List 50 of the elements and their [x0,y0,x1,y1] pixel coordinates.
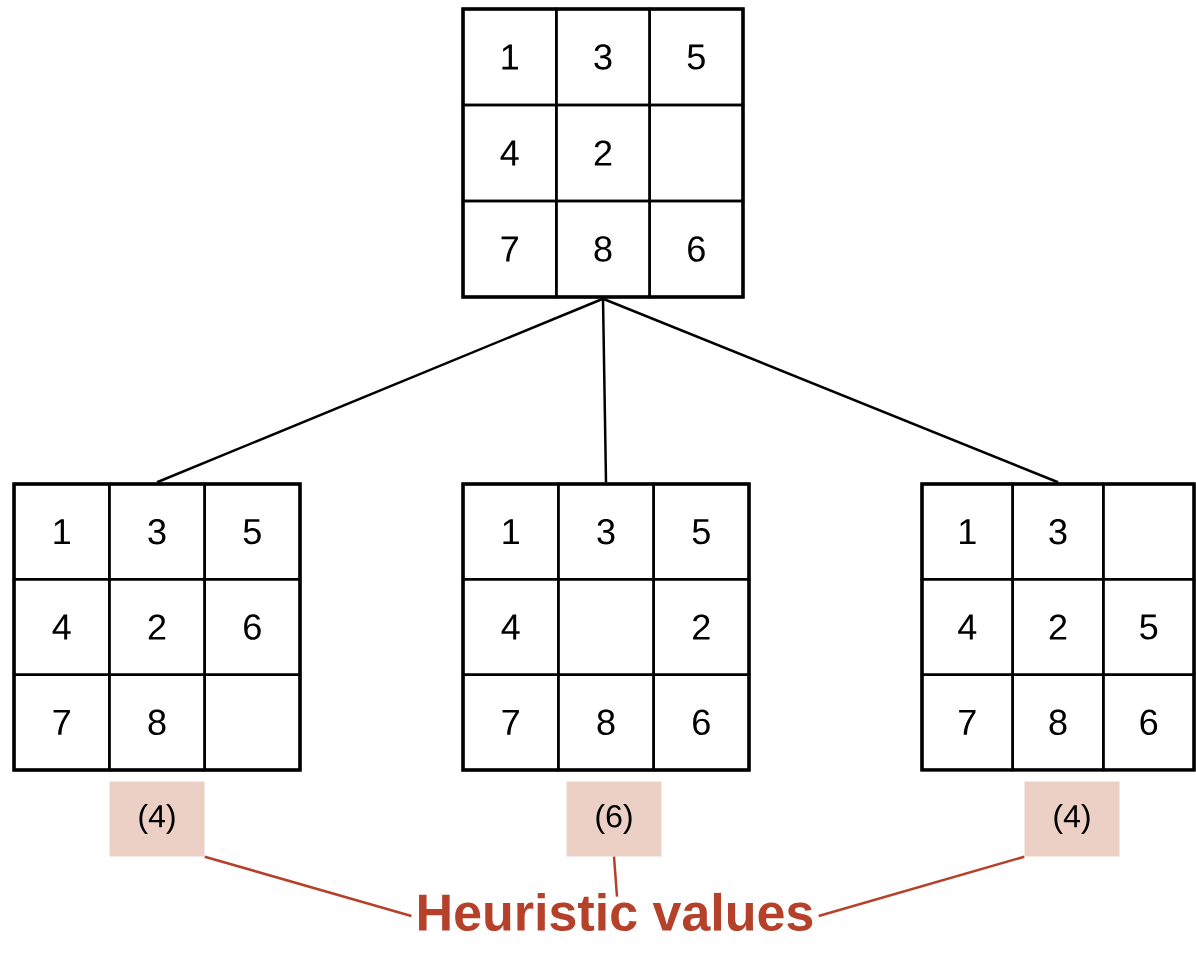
puzzle-tile: 3 [555,7,651,107]
puzzle-tile: 4 [920,578,1014,676]
puzzle-tile: 8 [1011,673,1105,772]
puzzle-tile: 8 [557,673,655,772]
puzzle-grid [461,482,751,772]
leader-line [204,855,412,918]
puzzle-tile: 7 [12,673,111,772]
puzzle-tile: 7 [461,673,560,772]
puzzle-tile: 2 [652,578,751,676]
puzzle-tile: 6 [203,578,302,676]
puzzle-tile: 7 [461,199,558,299]
value-box: (6) [566,781,662,857]
puzzle-tile: 5 [203,482,302,581]
puzzle-tile: 8 [108,673,206,772]
value-box: (4) [1024,781,1120,857]
leader-line [818,855,1025,918]
puzzle-tile: 4 [12,578,111,676]
puzzle-tile: 7 [920,673,1014,772]
puzzle-grid [12,482,302,772]
tree-branch [156,297,604,484]
empty-tile [648,103,745,203]
puzzle-tile: 2 [1011,578,1105,676]
puzzle-tile: 3 [557,482,655,581]
empty-tile [1102,482,1196,581]
tree-branch [602,297,1059,484]
puzzle-tile: 5 [1102,578,1196,676]
puzzle-tile: 4 [461,103,558,203]
puzzle-tile: 8 [555,199,651,299]
puzzle-tile: 6 [1102,673,1196,772]
puzzle-tile: 6 [648,199,745,299]
tree-branch [601,298,608,483]
puzzle-tile: 3 [108,482,206,581]
puzzle-tile: 3 [1011,482,1105,581]
leader-line [612,856,619,897]
empty-tile [203,673,302,772]
value-box: (4) [109,781,205,857]
empty-tile [557,578,655,676]
puzzle-tile: 5 [648,7,745,107]
caption-text: Heuristic values [419,892,813,932]
puzzle-tile: 1 [920,482,1014,581]
puzzle-tile: 1 [461,7,558,107]
puzzle-tile: 4 [461,578,560,676]
puzzle-tile: 1 [461,482,560,581]
puzzle-tile: 2 [555,103,651,203]
puzzle-tile: 6 [652,673,751,772]
puzzle-tile: 5 [652,482,751,581]
puzzle-tile: 2 [108,578,206,676]
puzzle-tile: 1 [12,482,111,581]
puzzle-grid [461,7,745,299]
puzzle-grid [920,482,1196,772]
